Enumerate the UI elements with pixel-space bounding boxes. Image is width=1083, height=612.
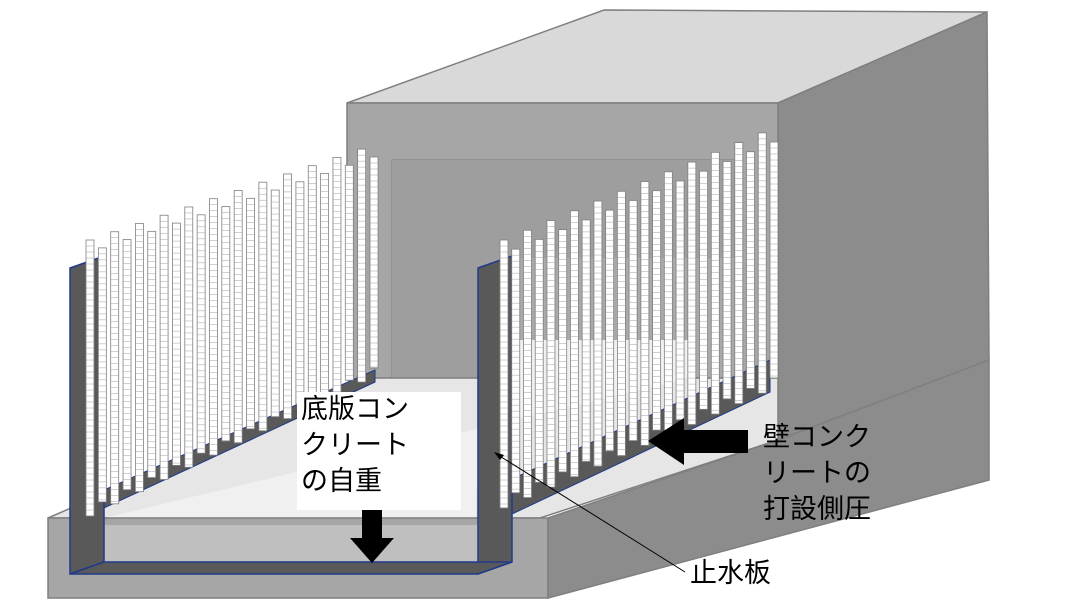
rebar-left: [270, 189, 280, 418]
rebar-left: [233, 190, 243, 444]
waterstop-bottom: [69, 561, 513, 575]
rebar-left: [172, 222, 181, 466]
rebar-right: [687, 161, 697, 425]
rebar-right: [734, 142, 744, 405]
rebar-left: [221, 206, 231, 442]
rebar-right: [769, 141, 779, 379]
rebar-right: [652, 190, 662, 431]
rebar-right: [499, 239, 509, 509]
rebar-right: [710, 151, 720, 415]
wall-label-line-1: 壁コンク: [763, 422, 871, 453]
rebar-left: [147, 230, 157, 478]
slab-label-line-1: 底版コン: [301, 394, 409, 425]
rebar-left: [97, 247, 107, 503]
rebar-left: [369, 156, 379, 369]
wall-lateral-pressure-label: 壁コンク リートの 打設側圧: [763, 420, 903, 532]
rebar-left: [134, 223, 144, 493]
rebar-left: [196, 214, 206, 454]
rebar-left: [357, 148, 367, 383]
rebar-right: [546, 220, 556, 488]
rebar-right: [616, 190, 626, 457]
slab-inner-well: [104, 525, 478, 565]
rebar-left: [110, 231, 120, 505]
rebar-left: [184, 206, 194, 468]
rebar-left: [332, 156, 342, 395]
rebar-left: [344, 164, 354, 381]
waterstop-label: 止水板: [690, 556, 800, 596]
waterstop-label-text: 止水板: [690, 558, 771, 589]
rebar-right: [699, 170, 708, 410]
rebar-right: [511, 248, 521, 494]
rebar-right: [746, 151, 755, 389]
rebar-left: [246, 197, 255, 430]
rebar-right: [757, 132, 767, 394]
slab-label-line-3: の自重: [301, 466, 382, 497]
slab-label-line-2: クリート: [301, 430, 409, 461]
rebar-left: [258, 181, 268, 432]
rebar-right: [581, 219, 591, 462]
slab-self-weight-label: 底版コン クリート の自重: [297, 392, 461, 510]
rebar-group: [85, 132, 779, 517]
wall-label-line-2: リートの: [763, 458, 871, 489]
rebar-right: [523, 229, 532, 498]
waterstop-leader-arrowhead: [494, 452, 504, 460]
rebar-right: [558, 229, 568, 473]
rebar-left: [209, 198, 218, 456]
rebar-right: [605, 209, 615, 452]
rebar-right: [675, 180, 685, 421]
waterstop-leader-line: [497, 454, 686, 573]
rebar-right: [534, 238, 544, 483]
left-arrow-icon: [648, 418, 748, 465]
rebar-left: [122, 239, 132, 491]
rebar-right: [593, 200, 603, 467]
rebar-right: [722, 161, 732, 400]
rebar-right: [570, 210, 579, 478]
rebar-right: [663, 171, 673, 436]
rebar-left: [295, 181, 305, 405]
wall-label-line-3: 打設側圧: [763, 494, 871, 525]
down-arrow-icon: [350, 510, 394, 563]
rebar-left: [283, 173, 292, 420]
